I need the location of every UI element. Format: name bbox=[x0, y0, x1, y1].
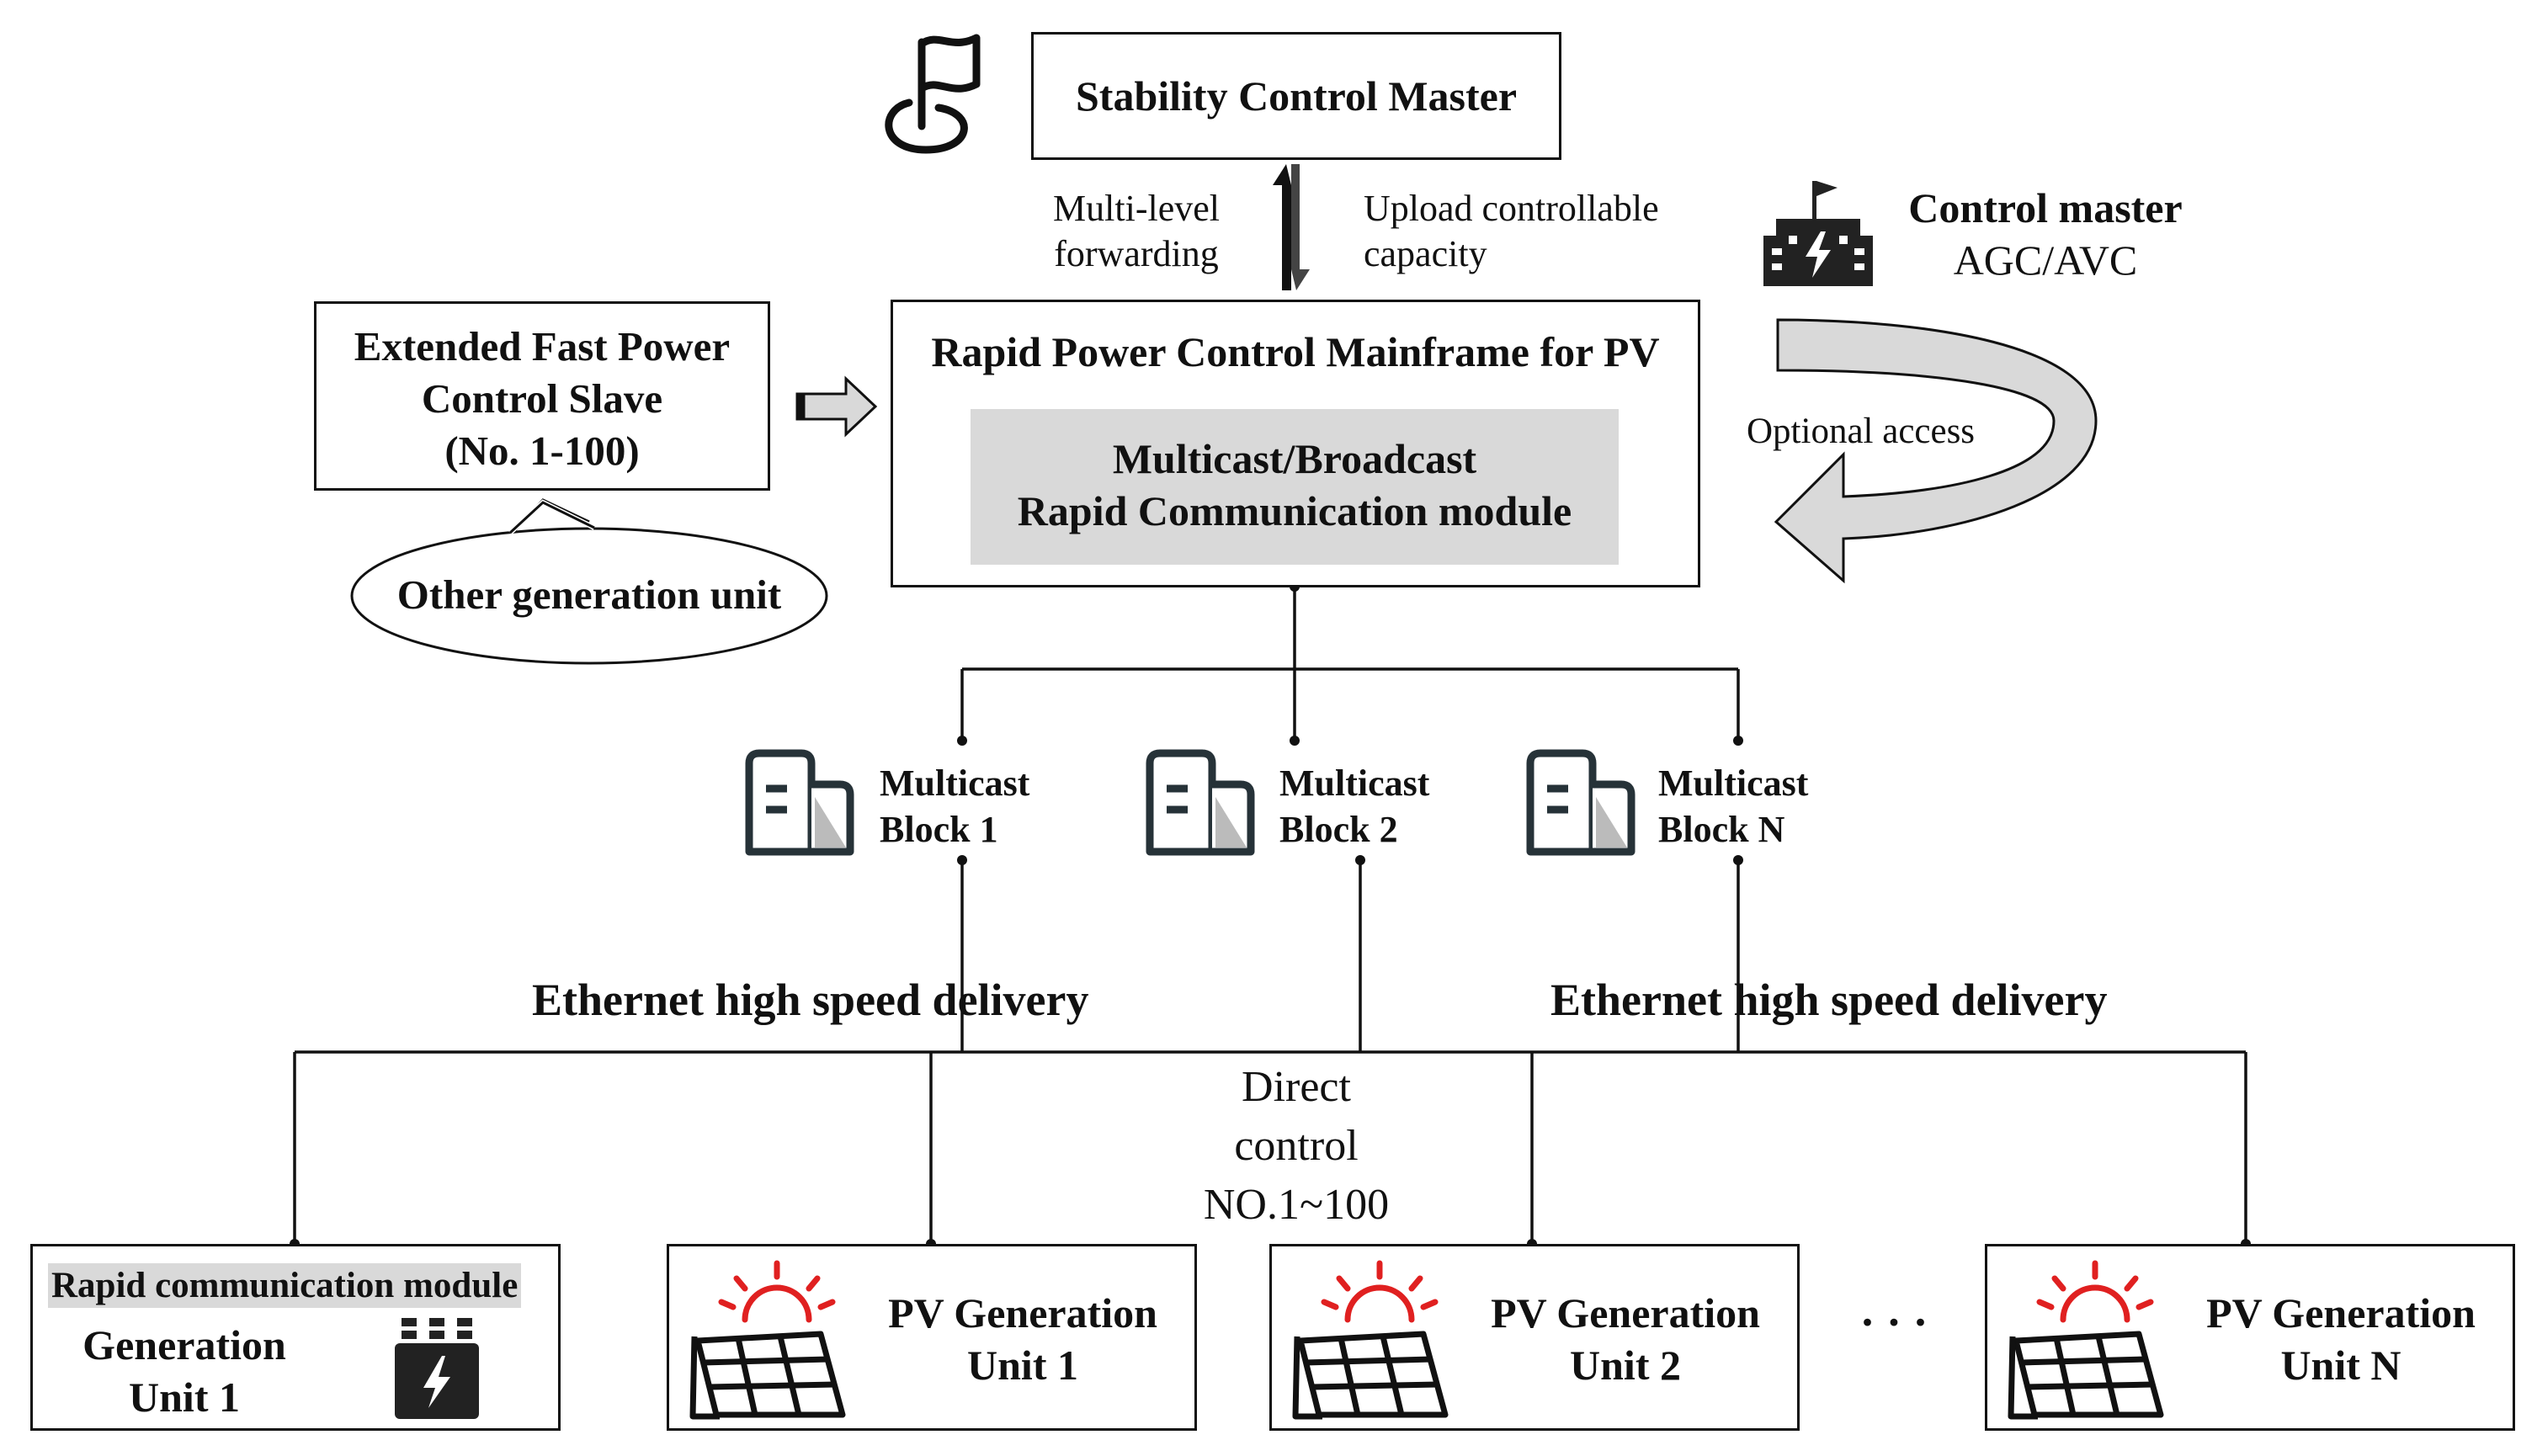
multi-level-line2: forwarding bbox=[1054, 233, 1219, 274]
pv2-line2: Unit 2 bbox=[1570, 1342, 1681, 1389]
direct-control-line3: NO.1~100 bbox=[1203, 1181, 1390, 1229]
generation-unit-box: Rapid communication module Generation Un… bbox=[30, 1244, 561, 1431]
flag-icon bbox=[885, 34, 981, 154]
right-arrow bbox=[795, 375, 878, 438]
mainframe-box: Rapid Power Control Mainframe for PV Mul… bbox=[891, 300, 1700, 587]
stability-master-label: Stability Control Master bbox=[1075, 72, 1518, 120]
building-icon bbox=[1763, 181, 1873, 286]
module-line2: Rapid Communication module bbox=[1017, 487, 1572, 534]
pv1-line2: Unit 1 bbox=[967, 1342, 1078, 1389]
blockn-line1: Multicast bbox=[1658, 763, 1809, 804]
ellipsis: · · · bbox=[1859, 1297, 1928, 1347]
module-line1: Multicast/Broadcast bbox=[1112, 435, 1477, 482]
pv2-line1: PV Generation bbox=[1491, 1289, 1760, 1336]
direct-control-bg bbox=[1166, 1062, 1427, 1230]
pv1-line1: PV Generation bbox=[888, 1289, 1157, 1336]
block-icon-1 bbox=[745, 749, 854, 856]
blockn-line2: Block N bbox=[1658, 809, 1785, 850]
upload-line2: capacity bbox=[1364, 233, 1487, 274]
ethernet-left-label: Ethernet high speed delivery bbox=[532, 975, 1089, 1025]
pv-unit-2-box: PV Generation Unit 2 bbox=[1269, 1244, 1800, 1431]
gen-unit-line1: Generation bbox=[82, 1321, 286, 1368]
pvn-line2: Unit N bbox=[2280, 1342, 2401, 1389]
gen-unit-line2: Unit 1 bbox=[129, 1374, 240, 1421]
other-unit-label: Other generation unit bbox=[396, 571, 782, 618]
mainframe-title: Rapid Power Control Mainframe for PV bbox=[931, 328, 1660, 375]
communication-module: Multicast/Broadcast Rapid Communication … bbox=[971, 409, 1619, 565]
pv-unit-n-box: PV Generation Unit N bbox=[1985, 1244, 2515, 1431]
optional-access-label: Optional access bbox=[1747, 412, 1976, 451]
pv-unit-1-box: PV Generation Unit 1 bbox=[667, 1244, 1197, 1431]
curved-arrow bbox=[1774, 318, 2098, 584]
solar-panel-icon bbox=[689, 1260, 846, 1420]
block2-line2: Block 2 bbox=[1279, 809, 1398, 850]
direct-control-line1: Direct bbox=[1242, 1063, 1351, 1111]
control-master-title: Control master bbox=[1908, 184, 2183, 231]
ethernet-right-label: Ethernet high speed delivery bbox=[1550, 975, 2108, 1025]
block1-line2: Block 1 bbox=[880, 809, 998, 850]
gen-module-label: Rapid communication module bbox=[48, 1263, 522, 1308]
block1-line1: Multicast bbox=[880, 763, 1030, 804]
upload-line1: Upload controllable bbox=[1364, 188, 1659, 229]
multi-level-line1: Multi-level bbox=[1053, 188, 1220, 229]
slave-line3: (No. 1-100) bbox=[444, 428, 640, 474]
solar-panel-icon bbox=[1292, 1260, 1449, 1420]
battery-icon bbox=[395, 1318, 479, 1419]
control-master-subtitle: AGC/AVC bbox=[1953, 236, 2138, 284]
bidirectional-arrow bbox=[1273, 164, 1310, 290]
block2-line1: Multicast bbox=[1279, 763, 1430, 804]
stability-master-box: Stability Control Master bbox=[1031, 32, 1561, 160]
slave-box: Extended Fast Power Control Slave (No. 1… bbox=[314, 301, 770, 491]
pvn-line1: PV Generation bbox=[2206, 1289, 2476, 1336]
block-icon-2 bbox=[1146, 749, 1255, 856]
slave-line1: Extended Fast Power bbox=[354, 323, 731, 369]
block-icon-n bbox=[1526, 749, 1635, 856]
other-unit-ellipse bbox=[350, 527, 828, 665]
direct-control-line2: control bbox=[1234, 1122, 1359, 1170]
slave-line2: Control Slave bbox=[421, 375, 663, 422]
solar-panel-icon bbox=[2008, 1260, 2164, 1420]
